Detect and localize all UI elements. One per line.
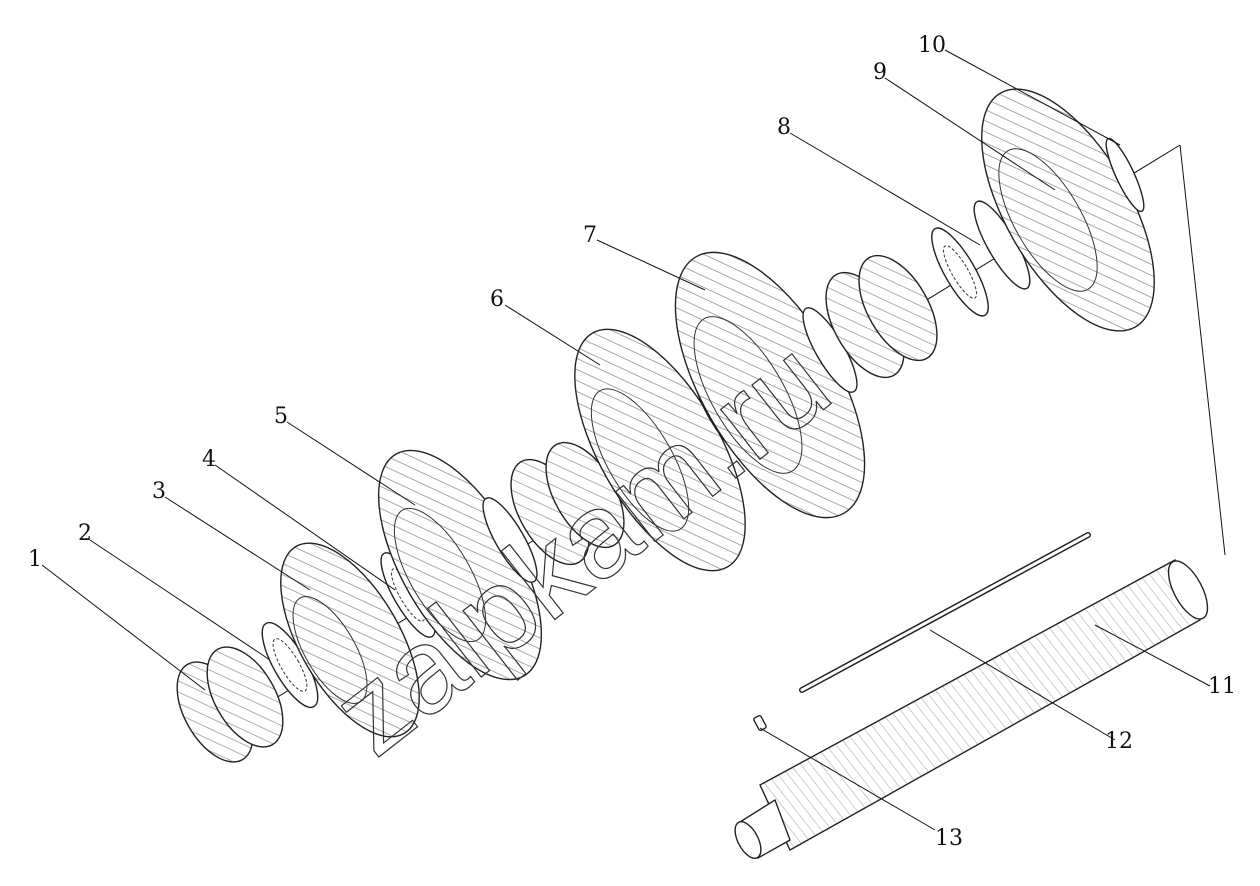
callout-11: 11 [1208,674,1236,699]
part-11-shaft [734,559,1209,859]
axis-line-return [1179,144,1226,556]
callout-12: 12 [1105,729,1133,754]
callout-10: 10 [918,33,946,58]
callout-6: 6 [490,287,504,312]
intermediate-double-gear-b [825,254,938,379]
part-12-rod [799,532,1091,693]
callout-7: 7 [583,223,597,248]
part-13-pin [753,714,767,732]
part-7-gear [674,251,866,519]
part-1-gear [176,646,284,763]
leader-lines [41,49,1211,831]
callout-9: 9 [873,60,887,85]
callout-3: 3 [152,479,166,504]
intermediate-double-gear-a [510,441,625,566]
callout-5: 5 [274,404,288,429]
callout-2: 2 [78,521,92,546]
callout-8: 8 [777,115,791,140]
part-8-washer [931,227,989,317]
intermediate-washer-a [482,497,538,583]
callout-1: 1 [28,547,42,572]
part-3-gear [280,542,420,738]
callout-13: 13 [935,826,963,851]
callout-4: 4 [202,447,216,472]
